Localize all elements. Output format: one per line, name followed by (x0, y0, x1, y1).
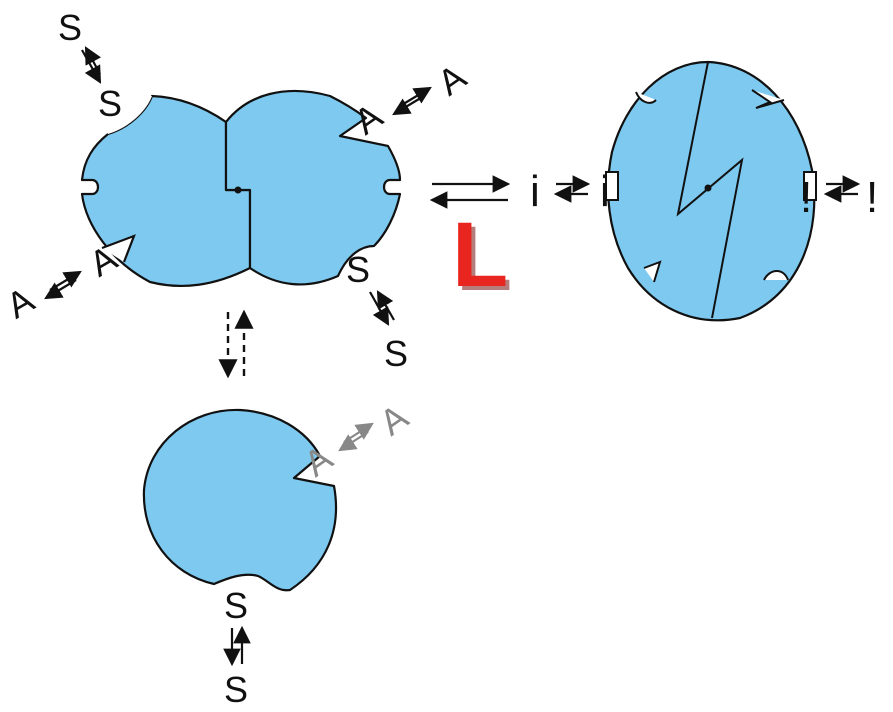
dimer-complex (80, 89, 402, 287)
substrate-label-outer: S (384, 333, 408, 374)
release-arrow (84, 46, 102, 75)
inhibited-center-dot (704, 184, 712, 192)
bind-arrow (81, 49, 102, 84)
dissociation-icon (218, 309, 254, 379)
release-arrow (369, 291, 390, 326)
bang-label-bound: ! (800, 173, 812, 222)
pocket-lower-left (643, 260, 662, 283)
activator-label-outer: A (372, 396, 415, 443)
substrate-label-bound: S (98, 83, 122, 124)
substrate-lower-right: S S (346, 249, 408, 374)
inhibited-complex (605, 60, 817, 322)
substrate-label-outer: S (58, 7, 82, 48)
substrate-label-outer: S (224, 669, 248, 710)
release-arrow (399, 86, 432, 107)
bang-binding: ! ! (800, 173, 878, 222)
inhibitor-site-left (605, 171, 619, 201)
activator-upper-right: A A (346, 56, 473, 143)
activator-lower-left: A A (0, 237, 124, 326)
bang-site-right (803, 171, 817, 201)
substrate-upper-left: S S (58, 7, 122, 124)
bang-label-outer: ! (866, 173, 878, 222)
substrate-label-bound: S (224, 585, 248, 626)
ligand-label-shadow: L (456, 208, 512, 310)
inhibited-ellipse (607, 60, 816, 322)
monomer (142, 408, 338, 592)
inhibitor-label-outer: i (530, 167, 540, 216)
activator-monomer: A A (296, 396, 415, 485)
bind-arrow (392, 95, 425, 116)
pocket-lower-right (763, 270, 789, 281)
release-arrow (44, 279, 77, 300)
ligand-label: L (452, 204, 508, 306)
substrate-monomer: S S (223, 585, 251, 710)
bind-arrow (376, 290, 395, 321)
activator-label-outer: A (430, 56, 473, 103)
pocket-upper-left (635, 91, 657, 104)
pocket-upper-right (751, 89, 785, 109)
ligand-marker: L L (452, 204, 512, 310)
monomer-body (142, 408, 338, 592)
dimer-upper-left-pocket (107, 95, 152, 134)
dimer-right-subunit (224, 89, 402, 286)
dimer-center-dot (234, 186, 242, 194)
activator-label-outer: A (0, 279, 41, 327)
dimer-lower-left-site (101, 234, 136, 263)
substrate-label-bound: S (346, 249, 370, 290)
equilibrium-icon (429, 175, 511, 209)
activator-label-bound: A (346, 95, 389, 142)
inhibitor-binding: i i (530, 167, 610, 216)
inhibitor-label-bound: i (600, 167, 610, 216)
